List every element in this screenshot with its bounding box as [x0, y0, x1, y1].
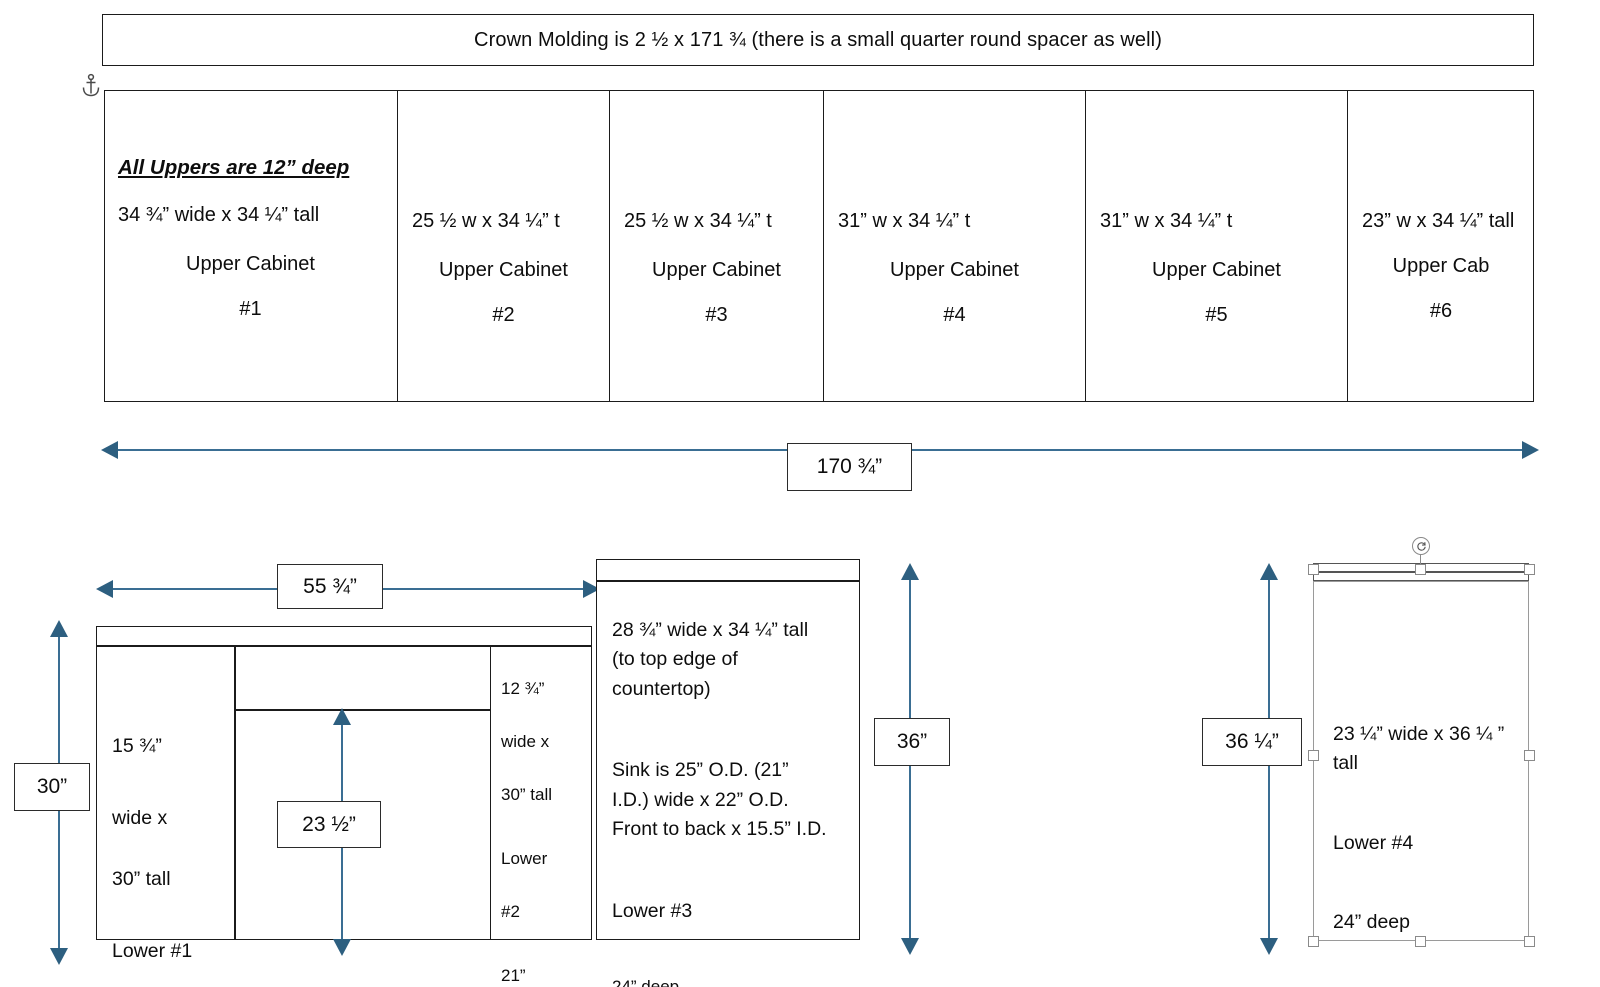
middle-height-arrow-down — [333, 939, 351, 956]
upper-cabinet-3-label: Upper Cabinet — [652, 258, 781, 281]
lower-cabinet-2[interactable] — [490, 646, 592, 940]
sink-height-arrow-down — [901, 938, 919, 955]
upper-cabinet-1-number: #1 — [239, 297, 262, 320]
upper-cabinet-5-label: Upper Cabinet — [1152, 258, 1281, 281]
upper-cabinet-2-dimensions: 25 ½ w x 34 ¼” t — [412, 210, 560, 232]
upper-cabinet-6[interactable]: 23” w x 34 ¼” tall Upper Cab #6 — [1348, 90, 1534, 402]
upper-cabinet-3-dimensions: 25 ½ w x 34 ¼” t — [624, 210, 772, 232]
upper-cabinet-4-label: Upper Cabinet — [890, 258, 1019, 281]
lower-cabinet-3[interactable] — [596, 581, 860, 940]
lower-open-bay-upper[interactable] — [235, 646, 493, 710]
upper-cabinet-5[interactable]: 31” w x 34 ¼” t Upper Cabinet #5 — [1086, 90, 1348, 402]
lower-cabinet-1[interactable] — [96, 646, 235, 940]
anchor-icon — [80, 73, 102, 99]
lower-cabinet-1-text: 15 ¾” wide x 30” tall Lower #1 21” deep — [112, 702, 232, 987]
upper-cabinet-6-label: Upper Cab — [1392, 254, 1490, 277]
upper-cabinet-3[interactable]: 25 ½ w x 34 ¼” t Upper Cabinet #3 — [610, 90, 824, 402]
sink-height-arrow-up — [901, 563, 919, 580]
resize-handle-bottom-left[interactable] — [1308, 936, 1319, 947]
resize-handle-top-center[interactable] — [1415, 564, 1426, 575]
upper-cabinet-1-label: Upper Cabinet — [186, 252, 315, 275]
lower-cabinet-3-text: 28 ¾” wide x 34 ¼” tall (to top edge of … — [612, 586, 830, 987]
upper-cabinet-2-number: #2 — [492, 303, 515, 326]
lower-2-line6: 21” — [501, 965, 526, 985]
lower-cabinet-2-text: 12 ¾” wide x 30” tall Lower #2 21” deep — [501, 650, 589, 987]
left-height-arrow-up — [50, 620, 68, 637]
uppers-depth-note: All Uppers are 12” deep — [118, 156, 350, 179]
countertop-sink[interactable] — [596, 559, 860, 581]
lower-1-line2: wide x — [112, 806, 168, 829]
overall-run-arrow-right — [1522, 441, 1539, 459]
resize-handle-bottom-right[interactable] — [1524, 936, 1535, 947]
crown-molding-text: Crown Molding is 2 ½ x 171 ¾ (there is a… — [474, 28, 1162, 51]
upper-cabinet-2-label: Upper Cabinet — [439, 258, 568, 281]
resize-handle-middle-left[interactable] — [1308, 750, 1319, 761]
countertop-left[interactable] — [96, 626, 592, 646]
upper-cabinet-4[interactable]: 31” w x 34 ¼” t Upper Cabinet #4 — [824, 90, 1086, 402]
left-run-arrow-left — [96, 580, 113, 598]
left-height-label[interactable]: 30” — [14, 763, 90, 811]
sink-height-label[interactable]: 36” — [874, 718, 950, 766]
lower-3-para4: 24” deep — [612, 976, 680, 987]
lower-4-para2: Lower #4 — [1333, 831, 1414, 854]
overall-run-label[interactable]: 170 ¾” — [787, 443, 912, 491]
lower-4-para3: 24” deep — [1333, 910, 1410, 933]
lower-3-para2: Sink is 25” O.D. (21” I.D.) wide x 22” O… — [612, 759, 827, 841]
upper-cabinet-5-dimensions: 31” w x 34 ¼” t — [1100, 210, 1233, 232]
upper-cabinet-6-number: #6 — [1429, 299, 1453, 322]
resize-handle-bottom-center[interactable] — [1415, 936, 1426, 947]
lower-1-line1: 15 ¾” — [112, 734, 162, 757]
upper-cabinet-4-dimensions: 31” w x 34 ¼” t — [838, 210, 971, 232]
middle-height-label[interactable]: 23 ½” — [277, 801, 381, 848]
upper-cabinet-2[interactable]: 25 ½ w x 34 ¼” t Upper Cabinet #2 — [398, 90, 610, 402]
upper-cabinet-4-number: #4 — [943, 303, 966, 326]
upper-cabinet-3-number: #3 — [705, 303, 728, 326]
resize-handle-top-left[interactable] — [1308, 564, 1319, 575]
upper-cabinet-6-dimensions: 23” w x 34 ¼” tall — [1362, 210, 1515, 232]
rotate-handle[interactable] — [1412, 537, 1430, 555]
lower-2-line2: wide x — [501, 731, 550, 751]
lower-2-line4: Lower — [501, 848, 548, 868]
lower-4-para1: 23 ¼” wide x 36 ¼ ” tall — [1333, 722, 1505, 775]
upper-cabinet-1-dimensions: 34 ¾” wide x 34 ¼” tall — [118, 204, 320, 226]
lower-2-line5: #2 — [501, 901, 520, 921]
lower-3-para3: Lower #3 — [612, 899, 693, 922]
left-run-label[interactable]: 55 ¾” — [277, 564, 383, 609]
resize-handle-middle-right[interactable] — [1524, 750, 1535, 761]
lower-1-line3: 30” tall — [112, 868, 171, 891]
right-height-arrow-up — [1260, 563, 1278, 580]
right-height-label[interactable]: 36 ¼” — [1202, 718, 1302, 766]
middle-height-arrow-up — [333, 708, 351, 725]
resize-handle-top-right[interactable] — [1524, 564, 1535, 575]
lower-2-line3: 30” tall — [501, 784, 553, 804]
lower-2-line1: 12 ¾” — [501, 678, 545, 698]
left-height-arrow-down — [50, 948, 68, 965]
upper-cabinet-5-number: #5 — [1205, 303, 1228, 326]
lower-1-line4: Lower #1 — [112, 940, 193, 963]
right-height-arrow-down — [1260, 938, 1278, 955]
left-run-arrow-right — [583, 580, 600, 598]
crown-molding-banner[interactable]: Crown Molding is 2 ½ x 171 ¾ (there is a… — [102, 14, 1534, 66]
upper-cabinets-strip[interactable] — [104, 90, 1534, 402]
upper-cabinet-1[interactable]: All Uppers are 12” deep 34 ¾” wide x 34 … — [104, 90, 398, 402]
overall-run-arrow-left — [101, 441, 118, 459]
lower-3-para1: 28 ¾” wide x 34 ¼” tall (to top edge of … — [612, 618, 809, 700]
lower-cabinet-4-text: 23 ¼” wide x 36 ¼ ” tall Lower #4 24” de… — [1333, 690, 1523, 967]
rotate-handle-stem — [1420, 554, 1422, 568]
